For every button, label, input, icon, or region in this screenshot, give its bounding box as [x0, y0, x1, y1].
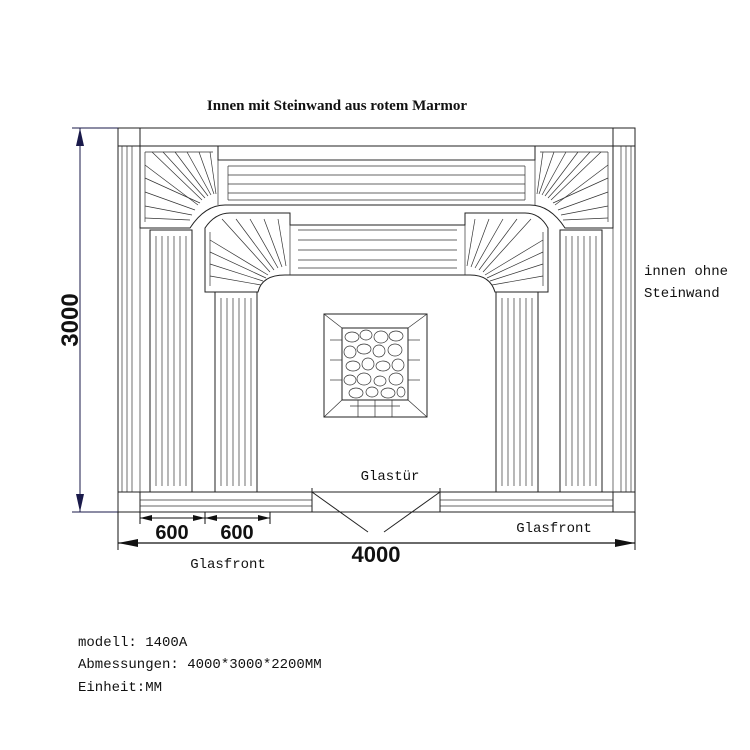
inner-left-column — [214, 291, 258, 493]
stove-stones — [343, 329, 406, 399]
width-dimension — [117, 512, 636, 550]
upper-bench — [139, 145, 614, 229]
segment-dimension-label-2: 600 — [220, 522, 253, 544]
glass-front-label-right: Glasfront — [516, 521, 592, 537]
height-dimension-label: 3000 — [57, 293, 84, 346]
glass-front-label-left: Glasfront — [190, 557, 266, 573]
inner-right-column — [495, 291, 539, 493]
spec-model: modell: 1400A — [78, 635, 188, 651]
segment-dimensions — [139, 512, 271, 524]
spec-block: modell: 1400A Abmessungen: 4000*3000*220… — [78, 635, 322, 696]
glass-door-label: Glastür — [361, 469, 420, 485]
spec-unit: Einheit:MM — [78, 680, 162, 696]
spec-dimensions: Abmessungen: 4000*3000*2200MM — [78, 657, 322, 673]
glass-door-swing — [311, 491, 441, 533]
outer-right-column — [559, 229, 603, 493]
outer-left-column — [149, 229, 193, 493]
outer-walls — [117, 127, 636, 513]
width-dimension-label: 4000 — [352, 542, 401, 567]
segment-dimension-label-1: 600 — [155, 522, 188, 544]
side-note-line2: Steinwand — [644, 286, 720, 302]
side-note-line1: innen ohne — [644, 264, 728, 280]
lower-bench — [204, 212, 549, 293]
sauna-stove — [323, 313, 428, 418]
height-dimension — [72, 127, 118, 513]
diagram-title: Innen mit Steinwand aus rotem Marmor — [207, 98, 467, 114]
